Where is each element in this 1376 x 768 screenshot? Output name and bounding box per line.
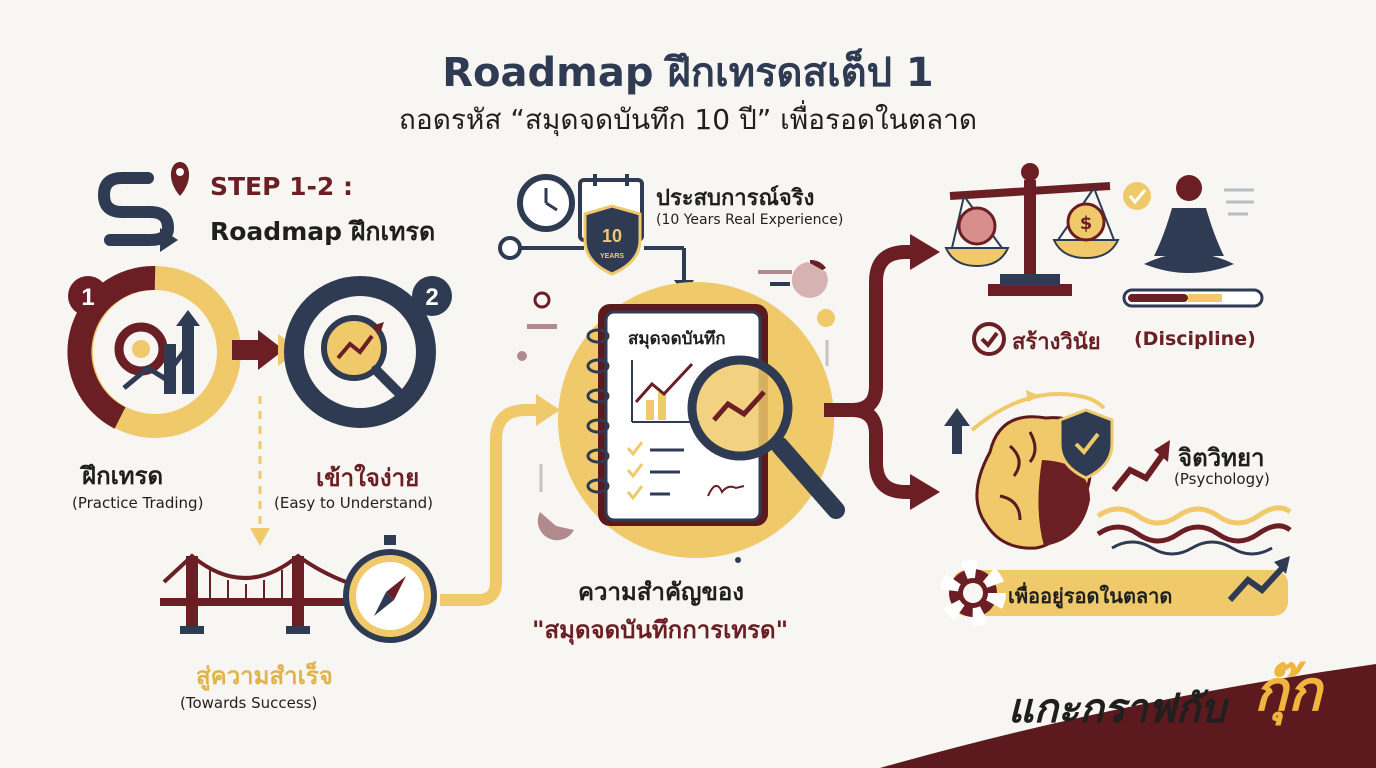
wave-lines [1096,505,1292,556]
brand-name: แกะกราฟกับ [1008,686,1226,732]
easy-understand-icon [284,276,436,428]
path-to-notebook [440,404,540,606]
easy-label-en: (Easy to Understand) [274,494,433,512]
success-label-th: สู่ความสำเร็จ [196,662,333,690]
brand-highlight: กุ๊ก [1254,659,1322,724]
check-circle-icon [972,322,1006,356]
progress-bar [1122,288,1264,308]
survive-label: เพื่ออยู่รอดในตลาด [1008,584,1173,608]
step-sublabel: Roadmap ฝึกเทรด [210,217,436,246]
dotted-arrowhead [250,528,270,546]
magnifier-icon [687,355,845,519]
success-label-en: (Towards Success) [180,694,318,712]
practice-trading-icon [67,265,241,438]
step-label: STEP 1-2 : [210,172,354,201]
survive-banner [952,570,1288,616]
decorative-shapes [517,259,835,563]
notebook-caption-1: ความสำคัญของ [578,578,744,606]
easy-label-th: เข้าใจง่าย [316,464,420,492]
number-badge-1: 1 [68,276,108,316]
years-shield-icon: 10 YEARS [583,204,642,276]
practice-label-en: (Practice Trading) [72,494,204,512]
brand-corner-swoosh [880,664,1376,768]
clock-icon [517,174,575,232]
svg-text:10: 10 [602,226,622,246]
number-badge-2: 2 [412,276,452,316]
lifebuoy-icon [940,560,1006,626]
path-arrowhead [536,394,560,426]
page-title: Roadmap ฝึกเทรดสเต็ป 1 [442,50,934,96]
coin-dollar-icon: $ [1080,213,1093,234]
branch-arrows [824,234,940,510]
svg-text:YEARS: YEARS [600,253,624,260]
notebook-caption-2: "สมุดจดบันทึกการเทรด" [532,616,789,644]
page-subtitle: ถอดรหัส “สมุดจดบันทึก 10 ปี” เพื่อรอดในต… [398,103,978,136]
discipline-label-en: (Discipline) [1134,328,1256,350]
compass-icon [343,535,437,643]
discipline-label-th: สร้างวินัย [1012,330,1101,355]
svg-text:1: 1 [81,284,94,311]
brain-icon [944,390,1170,550]
psychology-label-en: (Psychology) [1174,470,1270,488]
psychology-label-th: จิตวิทยา [1178,444,1265,472]
svg-text:2: 2 [425,284,438,311]
experience-label-th: ประสบการณ์จริง [656,186,815,211]
scale-icon [944,163,1120,296]
road-pin-icon [97,162,190,252]
notebook-cover-text: สมุดจดบันทึก [628,329,726,349]
practice-label-th: ฝึกเทรด [82,462,164,490]
meditation-person-icon [1123,175,1254,273]
experience-label-en: (10 Years Real Experience) [656,212,844,228]
bridge-icon [160,553,350,634]
trend-up-icon [1227,556,1290,603]
